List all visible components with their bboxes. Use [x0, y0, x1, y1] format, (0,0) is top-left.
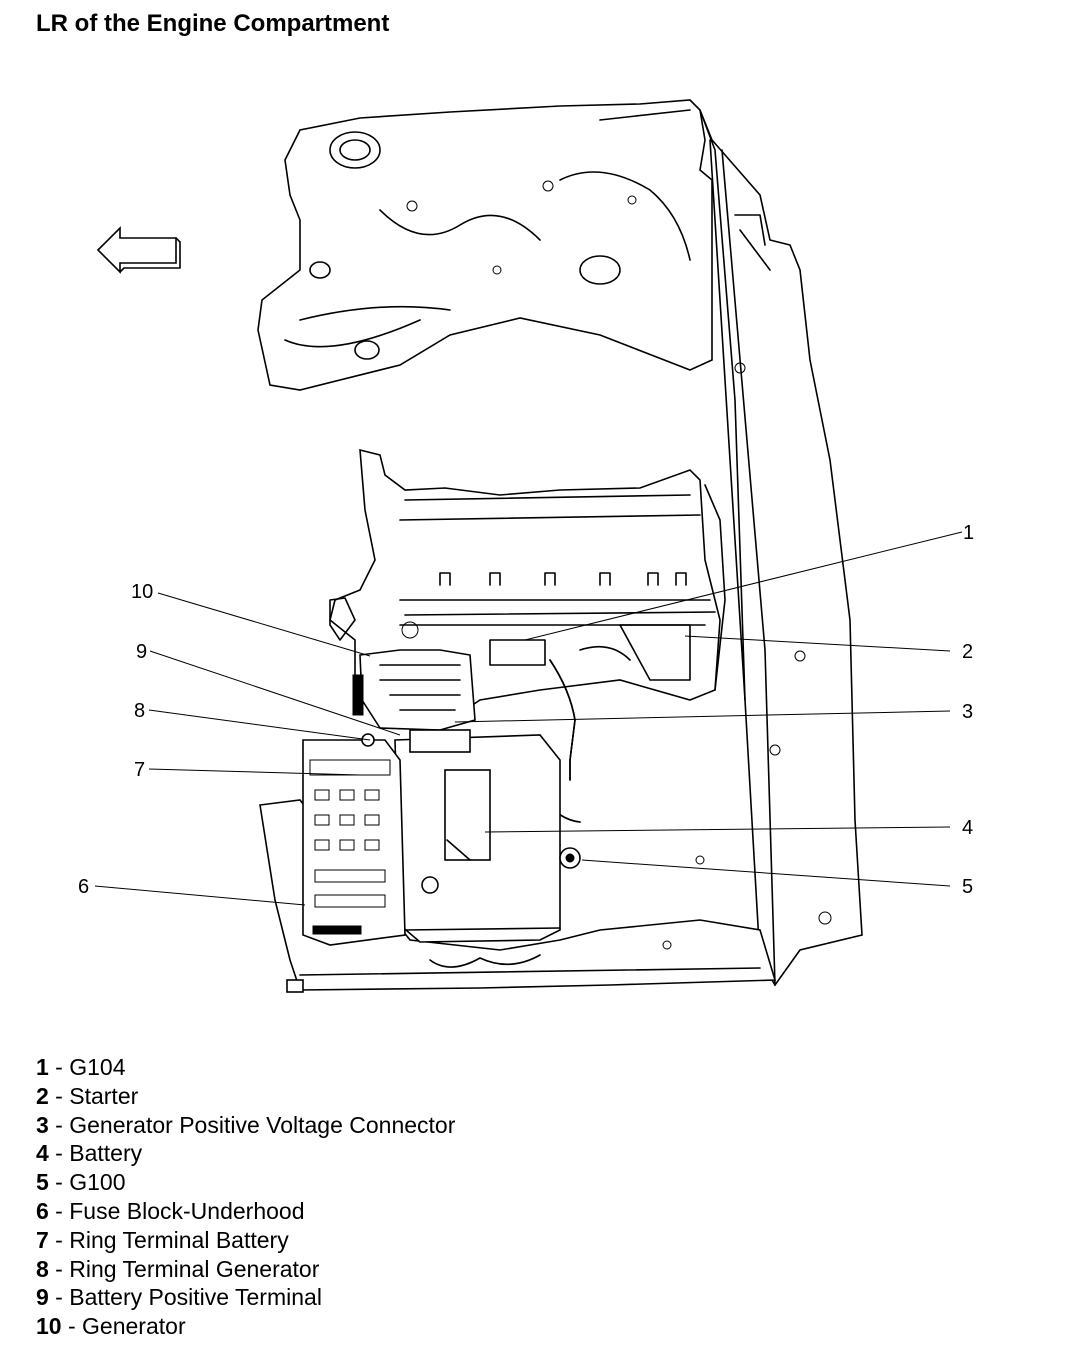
- generator: [352, 649, 476, 731]
- engine-compartment-diagram: 1 2 3 4 5 6 7 8 9 10: [78, 99, 974, 993]
- legend: 1 - G104 2 - Starter 3 - Generator Posit…: [36, 1053, 455, 1341]
- legend-item: 8 - Ring Terminal Generator: [36, 1255, 320, 1282]
- callout-leaders: [94, 531, 963, 906]
- legend-label: Ring Terminal Generator: [69, 1255, 320, 1282]
- lower-panel: [259, 799, 777, 993]
- legend-label: G104: [69, 1054, 126, 1080]
- callout-number: 1: [963, 522, 974, 544]
- callout-number: 10: [131, 581, 153, 603]
- legend-number: 4: [36, 1140, 49, 1167]
- callout-number: 7: [134, 759, 145, 781]
- legend-number: 7: [36, 1226, 49, 1253]
- legend-item: 9 - Battery Positive Terminal: [36, 1284, 322, 1311]
- callout-number: 6: [78, 876, 89, 898]
- legend-label: Battery Positive Terminal: [69, 1284, 322, 1311]
- legend-number: 1: [36, 1054, 49, 1080]
- legend-label: Fuse Block-Underhood: [69, 1197, 305, 1224]
- legend-label: Starter: [69, 1082, 139, 1109]
- legend-item: 10 - Generator: [36, 1313, 186, 1340]
- legend-item: 1 - G104: [36, 1054, 126, 1080]
- callout-number: 3: [962, 701, 973, 723]
- page-title: LR of the Engine Compartment: [36, 10, 390, 37]
- callout-number: 2: [962, 641, 973, 663]
- legend-item: 6 - Fuse Block-Underhood: [36, 1197, 305, 1224]
- legend-label: G100: [69, 1169, 126, 1196]
- legend-label: Battery: [69, 1140, 143, 1167]
- legend-item: 4 - Battery: [36, 1140, 143, 1167]
- legend-number: 2: [36, 1082, 49, 1109]
- fender-rail: [699, 109, 863, 987]
- dash-panel: [257, 99, 727, 391]
- legend-item: 3 - Generator Positive Voltage Connector: [36, 1111, 456, 1138]
- legend-label: Ring Terminal Battery: [69, 1226, 289, 1253]
- left-arrow-icon: [96, 226, 181, 274]
- callout-number: 8: [134, 700, 145, 722]
- legend-item: 2 - Starter: [36, 1082, 139, 1109]
- callout-number: 5: [962, 876, 973, 898]
- legend-number: 3: [36, 1111, 49, 1138]
- legend-number: 8: [36, 1255, 49, 1282]
- legend-item: 5 - G100: [36, 1169, 126, 1196]
- legend-number: 9: [36, 1284, 49, 1311]
- legend-number: 6: [36, 1197, 49, 1224]
- legend-label: Generator Positive Voltage Connector: [69, 1111, 456, 1138]
- legend-item: 7 - Ring Terminal Battery: [36, 1226, 289, 1253]
- legend-number: 10: [36, 1313, 62, 1340]
- callout-number: 4: [962, 817, 973, 839]
- battery: [394, 729, 581, 943]
- legend-number: 5: [36, 1169, 49, 1196]
- legend-label: Generator: [82, 1313, 186, 1340]
- callout-number: 9: [136, 641, 147, 663]
- fuse-block: [302, 733, 406, 946]
